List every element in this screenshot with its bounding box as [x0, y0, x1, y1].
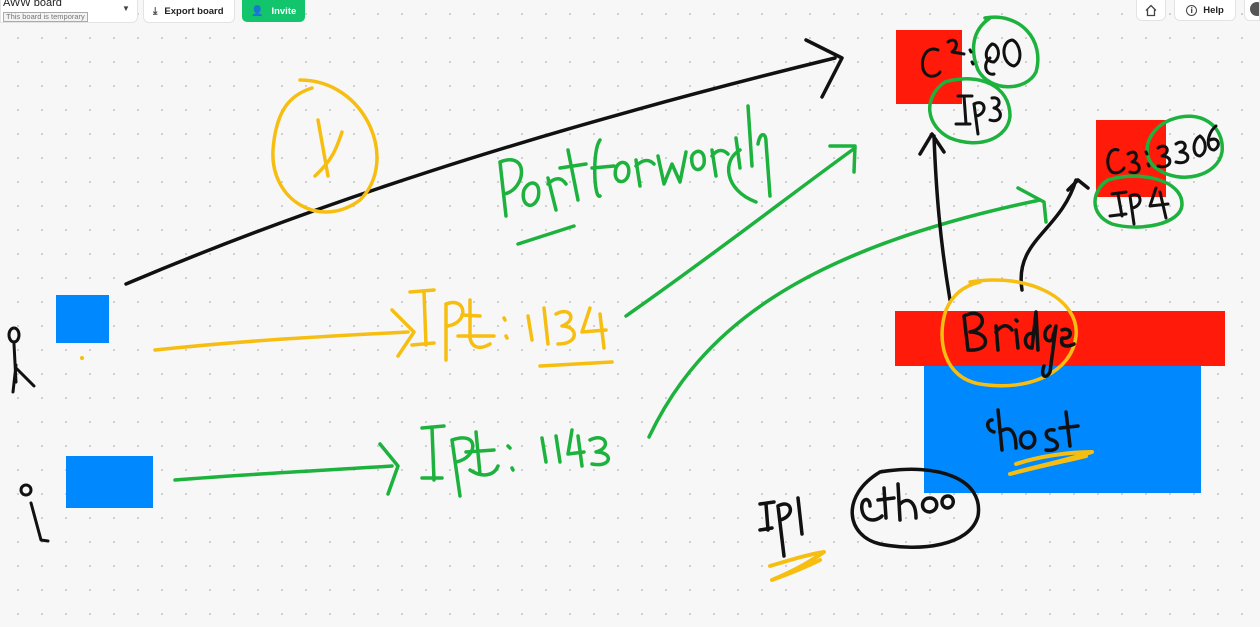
export-board-button[interactable]: ⤓ Export board — [143, 0, 235, 23]
green-arrow-2 — [173, 442, 400, 496]
handwritten-host-label — [986, 408, 1094, 476]
black-arrow-top — [124, 38, 844, 286]
handwritten-port-forwarding — [498, 104, 772, 246]
black-arrow-bridge-c3 — [1019, 178, 1090, 292]
blue-box-2[interactable] — [66, 456, 153, 508]
port-3306-circle — [1144, 114, 1224, 179]
yellow-dot — [80, 356, 84, 360]
black-arrow-bridge-c2 — [918, 132, 952, 302]
yellow-arrow-1 — [153, 308, 416, 358]
invite-button[interactable]: 👤 Invite — [242, 0, 305, 22]
blue-box-1[interactable] — [56, 295, 109, 343]
temporary-board-badge: This board is temporary — [3, 12, 88, 22]
handwritten-ip1-1143 — [420, 424, 610, 498]
green-arrow-to-c3 — [647, 186, 1048, 439]
crossed-circle-mark — [271, 78, 379, 214]
top-right-toolbar: i Help — [1136, 0, 1260, 22]
handwritten-c2-label — [921, 38, 966, 78]
home-button[interactable] — [1136, 0, 1166, 21]
add-user-icon: 👤 — [251, 5, 264, 17]
board-title[interactable]: AWW board — [3, 0, 62, 9]
red-container-c2[interactable] — [896, 30, 962, 104]
stick-figure-2 — [19, 483, 50, 543]
help-button[interactable]: i Help — [1174, 0, 1236, 21]
handwritten-ip1-1134 — [408, 288, 614, 368]
ip3-circle — [928, 77, 1012, 145]
export-board-label: Export board — [164, 5, 224, 17]
stick-figure-1 — [7, 326, 36, 394]
invite-label: Invite — [271, 5, 297, 17]
green-arrow-to-c2 — [624, 144, 857, 318]
home-icon — [1145, 4, 1157, 16]
chevron-down-icon[interactable]: ▼ — [122, 4, 130, 13]
help-icon: i — [1186, 4, 1198, 16]
download-icon: ⤓ — [153, 5, 158, 17]
board-menu[interactable]: AWW board This board is temporary ▼ — [0, 0, 138, 23]
handwritten-ip1-bottom — [758, 496, 826, 582]
avatar-image — [1250, 2, 1259, 16]
bridge-bar[interactable] — [895, 311, 1225, 366]
port-80-circle — [968, 15, 1040, 89]
handwritten-bridge-label — [940, 278, 1078, 388]
eth0-circle — [850, 467, 981, 549]
handwritten-c3-label — [1106, 148, 1141, 175]
top-toolbar: AWW board This board is temporary ▼ ⤓ Ex… — [0, 0, 305, 24]
help-label: Help — [1203, 4, 1224, 16]
ip4-circle — [1093, 174, 1184, 229]
